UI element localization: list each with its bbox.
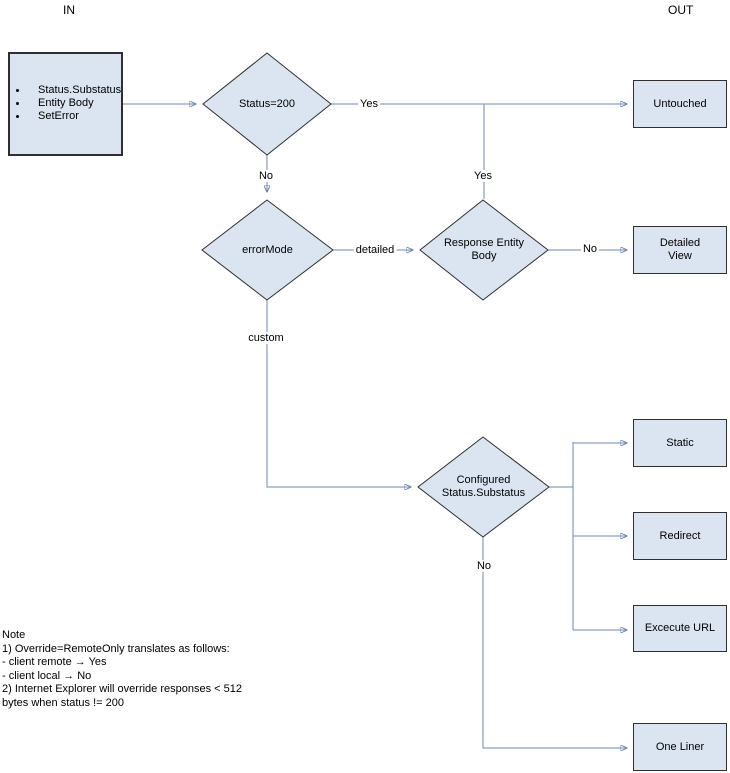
input-item: Status.Substatus	[10, 84, 121, 97]
bullet-icon	[16, 102, 19, 105]
bullet-icon	[16, 89, 19, 92]
note-line: 2) Internet Explorer will override respo…	[2, 683, 242, 695]
output-redirect: Redirect	[633, 512, 727, 560]
output-execute-url-label: Excecute URL	[644, 622, 716, 634]
edge-configured-branch-trunk	[549, 442, 574, 630]
output-one-liner: One Liner	[633, 723, 727, 771]
decision-errormode-shape	[201, 199, 334, 301]
edge-label-errormode-detailed: detailed	[353, 244, 397, 256]
input-item-label: Status.Substatus	[38, 84, 122, 96]
output-redirect-label: Redirect	[659, 529, 701, 542]
input-item-label: Entity Body	[38, 97, 94, 109]
output-detailed-view: Detailed View	[633, 226, 727, 274]
edge-label-reb-yes: Yes	[472, 170, 494, 182]
input-item: SetError	[10, 110, 79, 123]
output-static-label: Static	[666, 436, 694, 449]
note-line: Note	[2, 629, 26, 641]
output-untouched: Untouched	[633, 80, 727, 128]
decision-configured-status-shape	[417, 436, 550, 538]
edge-label-status200-no: No	[256, 170, 276, 182]
decision-response-entity-body-shape	[419, 199, 549, 301]
output-execute-url: Excecute URL	[633, 605, 727, 652]
edge-label-status200-yes: Yes	[358, 98, 380, 110]
output-static: Static	[633, 419, 727, 467]
in-label: IN	[63, 3, 75, 17]
input-item-label: SetError	[38, 110, 79, 122]
input-item: Entity Body	[10, 97, 94, 110]
out-label: OUT	[668, 3, 694, 17]
input-node: Status.Substatus Entity Body SetError	[8, 52, 123, 156]
edge-errormode-custom-to-configured	[266, 300, 411, 487]
note-block: Note 1) Override=RemoteOnly translates a…	[2, 629, 242, 710]
note-line: bytes when status != 200	[2, 696, 124, 709]
output-untouched-label: Untouched	[653, 97, 707, 110]
output-detailed-view-line2: View	[668, 250, 692, 262]
edge-label-reb-no: No	[580, 243, 600, 255]
note-line: 1) Override=RemoteOnly translates as fol…	[2, 642, 230, 655]
edge-label-configured-no: No	[474, 560, 494, 572]
edge-label-errormode-custom: custom	[246, 332, 286, 344]
decision-status200-shape	[202, 52, 332, 156]
bullet-icon	[16, 115, 19, 118]
note-line: - client remote → Yes	[2, 656, 107, 668]
edge-configured-no-to-oneliner	[482, 537, 627, 748]
output-detailed-view-line1: Detailed	[659, 237, 701, 249]
output-one-liner-label: One Liner	[655, 740, 705, 753]
note-line: - client local → No	[2, 669, 92, 682]
